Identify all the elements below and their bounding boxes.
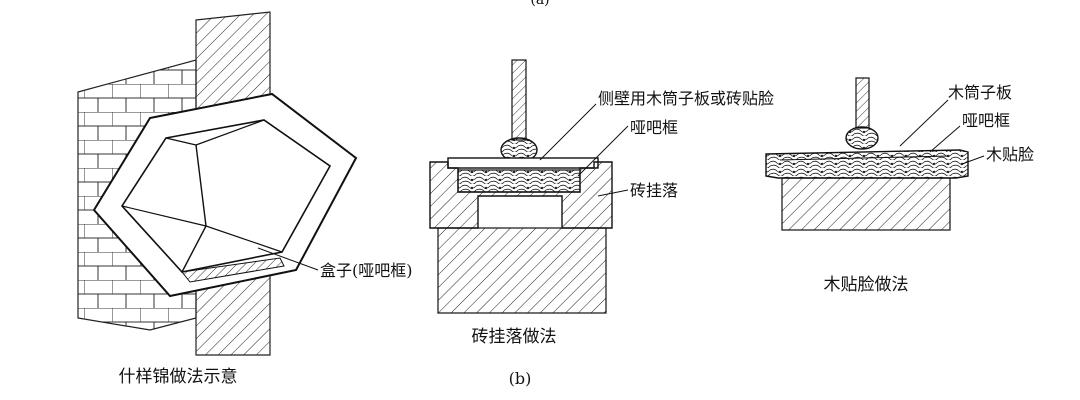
middle-figure: 侧壁用木筒子板或砖贴脸 哑吧框 砖挂落 砖挂落做法 (b) [429, 59, 774, 388]
knot-right [845, 126, 879, 150]
label-dumb-frame-right: 哑吧框 [962, 111, 1010, 130]
left-figure: 盒子(哑吧框) 什样锦做法示意 [77, 11, 413, 387]
label-side-wall: 侧壁用木筒子板或砖贴脸 [598, 89, 774, 108]
rope-right [855, 77, 870, 129]
label-dumb-frame-mid: 哑吧框 [630, 118, 678, 137]
label-brick-hanging: 砖挂落 [630, 181, 678, 200]
wood-face-trim [765, 149, 969, 179]
label-wood-board: 木筒子板 [948, 83, 1012, 102]
label-wood-face: 木贴脸 [986, 145, 1034, 164]
left-caption: 什样锦做法示意 [119, 367, 238, 387]
figure-tag: (b) [509, 369, 532, 388]
right-wall [781, 177, 951, 231]
middle-caption: 砖挂落做法 [472, 327, 557, 347]
box-bottom-rim [181, 257, 285, 283]
right-figure: 木筒子板 哑吧框 木贴脸 木贴脸做法 [765, 77, 1034, 295]
frame-wood-fill [457, 169, 581, 193]
box-label: 盒子(哑吧框) [320, 261, 413, 280]
top-fragment-text: (a) [530, 0, 549, 8]
lower-wall [437, 227, 607, 314]
top-board [447, 157, 599, 169]
rope [511, 59, 527, 141]
right-caption: 木贴脸做法 [824, 275, 909, 295]
